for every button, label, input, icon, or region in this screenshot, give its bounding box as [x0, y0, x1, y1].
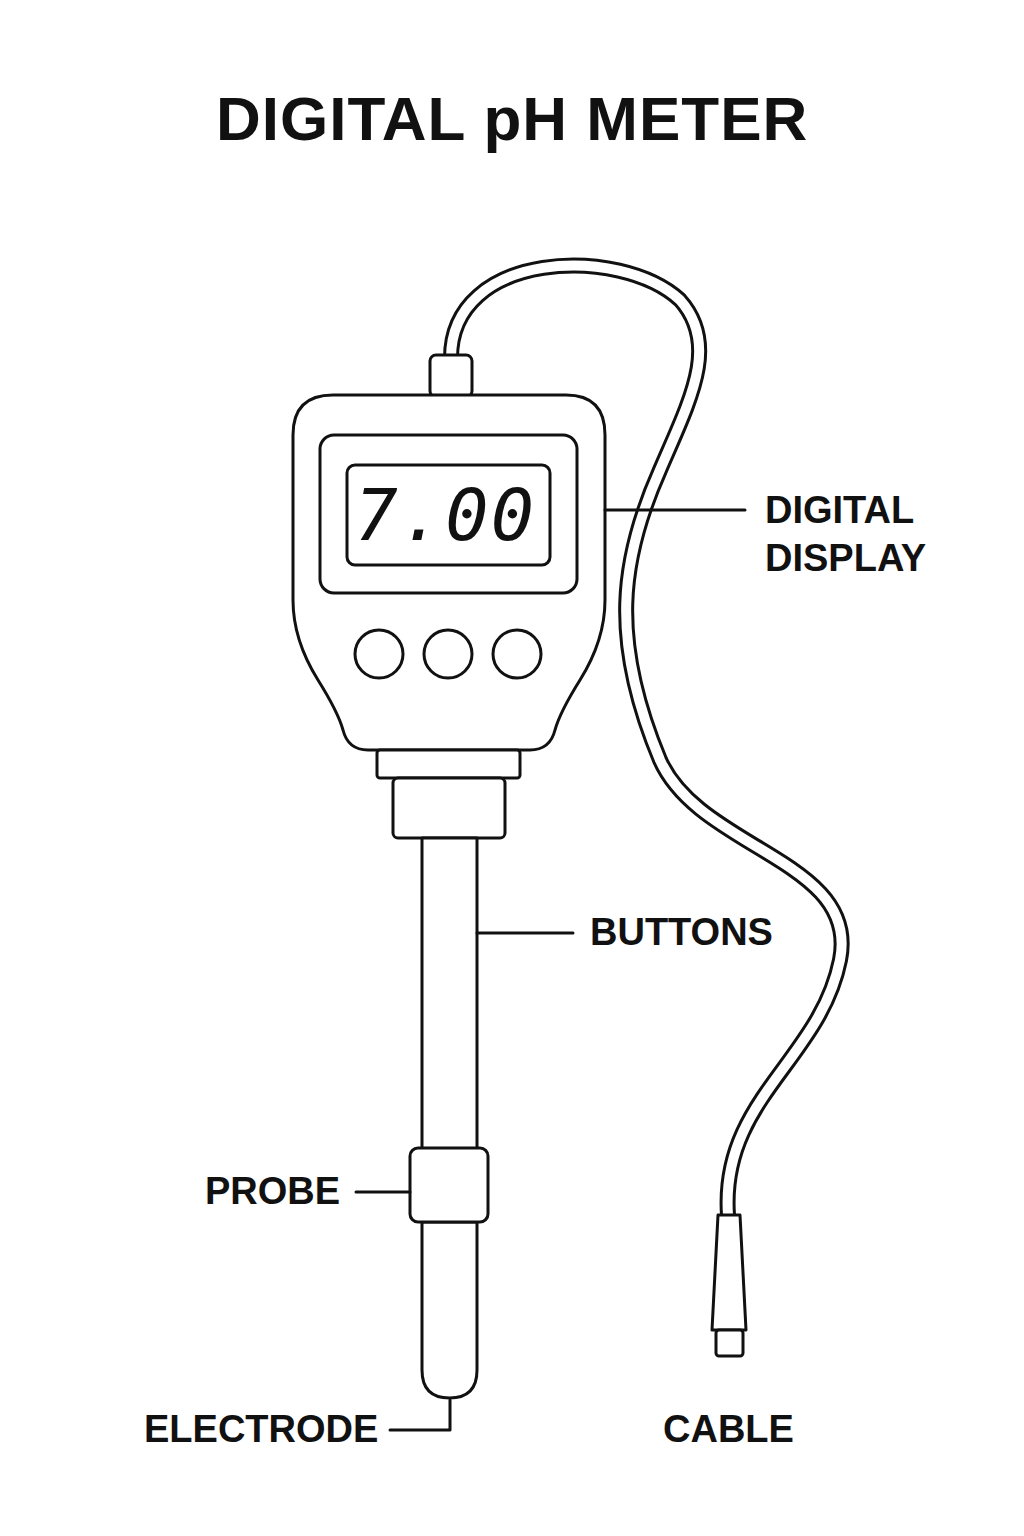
diagram-title: DIGITAL pH METER	[216, 80, 808, 158]
lcd-display: 7.00	[347, 465, 550, 565]
cable-plug	[712, 1215, 746, 1330]
part-label: CABLE	[663, 1406, 794, 1454]
plug-tip	[716, 1330, 743, 1356]
collar	[377, 750, 520, 778]
meter-housing	[293, 395, 605, 750]
part-label: DIGITAL DISPLAY	[765, 487, 995, 582]
leader-line	[390, 1400, 450, 1430]
leader-line	[605, 509, 745, 512]
part-label: PROBE	[205, 1168, 340, 1216]
lcd-screen	[347, 465, 550, 565]
part-label: BUTTONS	[590, 909, 773, 957]
button	[493, 630, 541, 678]
collar	[393, 778, 505, 838]
part-label: ELECTRODE	[144, 1406, 378, 1454]
button	[424, 630, 472, 678]
top-connector	[430, 355, 472, 397]
leader-line	[477, 932, 573, 935]
electrode-tip	[422, 1222, 477, 1398]
button	[355, 630, 403, 678]
screen-bezel	[320, 435, 577, 593]
probe-band	[410, 1148, 488, 1222]
leader-line	[356, 1191, 410, 1194]
display-reading: 7.00	[355, 473, 550, 557]
probe-tube	[422, 838, 477, 1150]
